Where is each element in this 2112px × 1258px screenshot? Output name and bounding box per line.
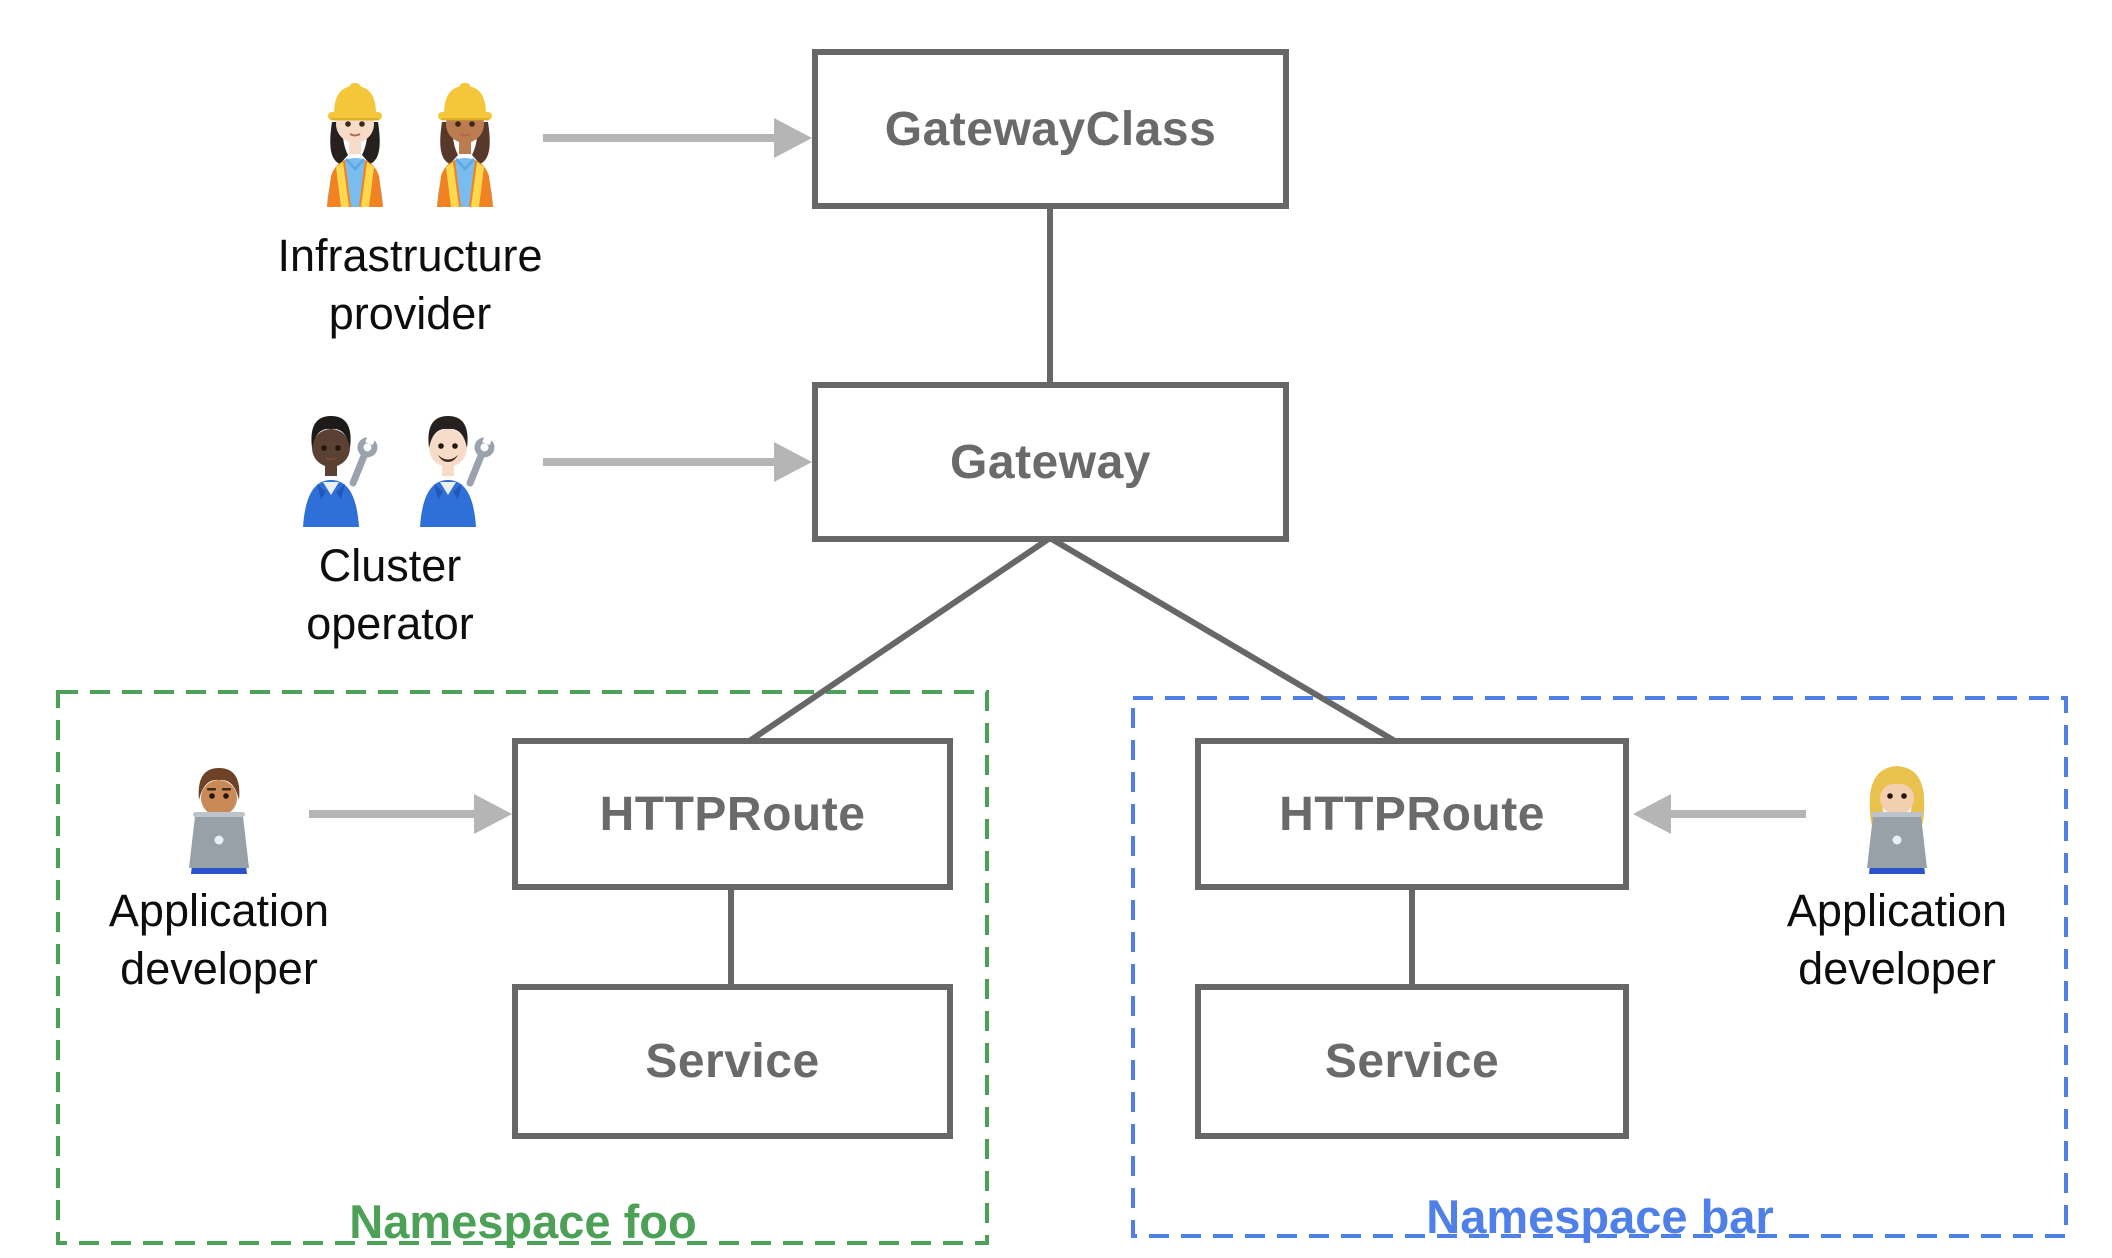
woman-construction-worker-icon <box>305 72 405 207</box>
httproute-foo-label: HTTPRoute <box>599 787 866 841</box>
gateway-label: Gateway <box>950 435 1151 489</box>
namespace-foo-label: Namespace foo <box>349 1195 697 1248</box>
infrastructure-provider-persona: Infrastructure provider <box>170 72 650 343</box>
persona-label-line2: provider <box>328 288 492 339</box>
gateway-httproute-foo-connector <box>743 535 1052 747</box>
persona-label-line2: developer <box>120 943 318 994</box>
cluster-operator-persona: Cluster operator <box>150 402 630 653</box>
cluster-operator-label: Cluster operator <box>306 537 474 653</box>
gatewayclass-label: GatewayClass <box>884 102 1217 156</box>
service-bar-label: Service <box>1324 1035 1500 1088</box>
httproute-foo-node: HTTPRoute <box>512 738 953 890</box>
persona-label-line1: Infrastructure <box>277 230 543 281</box>
service-foo-label: Service <box>645 1035 820 1088</box>
app-developer-foo-arrow <box>309 794 512 834</box>
persona-label-line2: developer <box>1798 943 1996 994</box>
cluster-operator-arrow <box>543 442 812 482</box>
infrastructure-provider-label: Infrastructure provider <box>277 227 542 343</box>
service-bar-node: Service <box>1195 984 1629 1139</box>
mechanic-icon <box>279 402 384 527</box>
persona-label-line2: operator <box>306 598 474 649</box>
httproute-bar-label: HTTPRoute <box>1279 787 1545 841</box>
application-developer-bar-icons <box>1845 756 1950 874</box>
application-developer-foo-icons <box>167 756 272 874</box>
cluster-operator-icons <box>279 402 501 527</box>
woman-construction-worker-icon <box>415 72 515 207</box>
persona-label-line1: Application <box>108 885 330 936</box>
application-developer-bar-persona: Application developer <box>1697 756 2097 998</box>
infrastructure-provider-arrow <box>543 118 812 158</box>
man-mechanic-icon <box>396 402 501 527</box>
gateway-httproute-bar-connector <box>1048 535 1402 747</box>
infrastructure-provider-icons <box>305 72 515 207</box>
httproute-bar-node: HTTPRoute <box>1195 738 1629 890</box>
application-developer-foo-label: Application developer <box>109 882 329 998</box>
persona-label-line1: Application <box>1786 885 2008 936</box>
namespace-foo-boundary <box>56 690 989 1245</box>
application-developer-foo-persona: Application developer <box>19 756 419 998</box>
namespace-bar-label: Namespace bar <box>1426 1190 1774 1243</box>
man-technologist-icon <box>167 756 272 874</box>
gatewayclass-node: GatewayClass <box>812 49 1289 209</box>
service-foo-node: Service <box>512 984 953 1139</box>
namespace-bar-boundary <box>1131 696 2068 1238</box>
woman-technologist-icon <box>1845 756 1950 874</box>
app-developer-bar-arrow <box>1633 794 1806 834</box>
application-developer-bar-label: Application developer <box>1787 882 2007 998</box>
gateway-node: Gateway <box>812 382 1289 542</box>
persona-label-line1: Cluster <box>318 540 462 591</box>
